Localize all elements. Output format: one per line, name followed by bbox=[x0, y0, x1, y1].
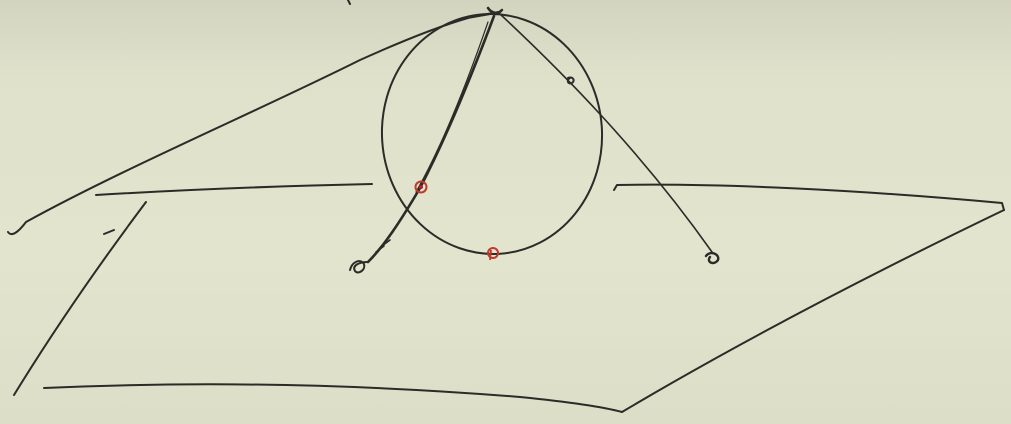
plane-top-right-edge bbox=[613, 183, 1005, 211]
plane-top-left-edge bbox=[95, 183, 373, 196]
top-point-tick bbox=[346, 0, 351, 5]
tangent-line bbox=[7, 17, 469, 236]
chord-line-double bbox=[415, 21, 489, 193]
circle bbox=[380, 13, 604, 255]
circle-outline bbox=[380, 13, 604, 255]
red-point-bottom-stem bbox=[489, 249, 492, 261]
top-point-scribble bbox=[464, 6, 504, 20]
secant-line-path bbox=[499, 13, 713, 253]
red-point-left-dot bbox=[419, 185, 423, 189]
chord-line bbox=[349, 14, 496, 274]
red-point-left bbox=[414, 180, 428, 194]
red-point-bottom-ring bbox=[487, 247, 499, 259]
chord-hash bbox=[375, 239, 391, 253]
arrow-curl-left bbox=[349, 260, 369, 274]
chord-line-path bbox=[366, 14, 496, 264]
plane-right-edge bbox=[621, 209, 1005, 413]
top-point bbox=[346, 0, 504, 20]
small-dash-mark bbox=[103, 229, 115, 235]
arrow-curl-right bbox=[704, 251, 720, 265]
red-point-left-ring bbox=[414, 180, 428, 194]
red-point-bottom bbox=[487, 247, 499, 261]
plane-bottom-edge bbox=[43, 383, 623, 413]
secant-dot bbox=[566, 76, 575, 85]
secant-line bbox=[499, 13, 720, 265]
plane-sheet bbox=[13, 183, 1005, 413]
plane-left-edge bbox=[13, 201, 147, 396]
